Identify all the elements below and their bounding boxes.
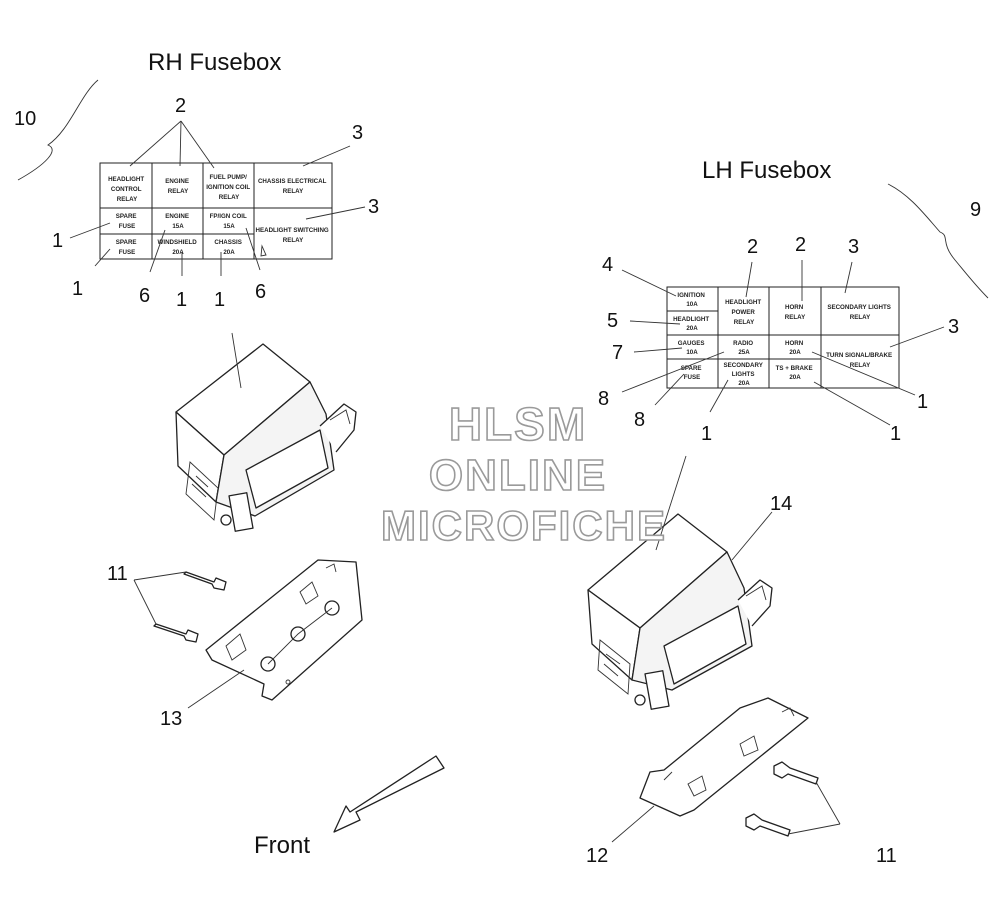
rh-bracket — [205, 559, 363, 701]
rh-cell-spare-fuse-1: SPARE FUSE — [116, 213, 139, 230]
callout-1-lh-a: 1 — [701, 423, 712, 445]
rh-callouts: 10 2 3 3 1 1 6 1 1 6 — [14, 79, 379, 311]
callout-5: 5 — [607, 310, 618, 332]
lh-cell-ignition-10a: IGNITION 10A — [677, 292, 706, 308]
front-arrow — [333, 755, 445, 833]
callout-1-rh-c: 1 — [176, 289, 187, 311]
callout-8-b: 8 — [634, 409, 645, 431]
callout-8-a: 8 — [598, 388, 609, 410]
callout-4: 4 — [602, 254, 613, 276]
lh-fusebox-title: LH Fusebox — [702, 157, 831, 184]
rh-cell-windshield-20a: WINDSHIELD 20A — [158, 239, 199, 256]
callout-14: 14 — [770, 493, 792, 515]
watermark-microfiche: MICROFICHE — [381, 502, 667, 549]
callout-13: 13 — [160, 708, 182, 730]
lh-cell-headlight-20a: HEADLIGHT 20A — [673, 316, 711, 332]
callout-3-lh-a: 3 — [848, 236, 859, 258]
front-label: Front — [254, 832, 310, 859]
lh-cell-secondary-lights-relay: SECONDARY LIGHTS RELAY — [827, 304, 892, 321]
callout-11-lh: 11 — [876, 845, 897, 867]
rh-fusebox-table: HEADLIGHT CONTROL RELAY ENGINE RELAY FUE… — [99, 162, 333, 260]
callout-7: 7 — [612, 342, 623, 364]
lh-cell-secondary-lights-20a: SECONDARY LIGHTS 20A — [724, 362, 765, 387]
lh-bracket: 12 — [586, 697, 809, 867]
callout-2-rh: 2 — [175, 95, 186, 117]
rh-cell-headlight-switching-relay: HEADLIGHT SWITCHING RELAY — [256, 227, 331, 244]
callout-12: 12 — [586, 845, 608, 867]
rh-cell-fuel-pump-relay: FUEL PUMP/ IGNITION COIL RELAY — [206, 174, 252, 201]
callout-6-rh-a: 6 — [139, 285, 150, 307]
callout-1-lh-b: 1 — [917, 391, 928, 413]
callout-11-rh: 11 — [107, 563, 128, 585]
rh-cell-engine-relay: ENGINE RELAY — [165, 178, 190, 195]
rh-fusebox-housing — [175, 332, 357, 532]
lh-cell-gauges-10a: GAUGES 10A — [678, 340, 707, 356]
lh-cell-turn-signal-brake-relay: TURN SIGNAL/BRAKE RELAY — [826, 352, 894, 369]
callout-1-rh-b: 1 — [72, 278, 83, 300]
rh-cell-chassis-electrical-relay: CHASSIS ELECTRICAL RELAY — [258, 178, 328, 195]
rh-fusebox-title: RH Fusebox — [148, 49, 281, 76]
callout-2-lh-a: 2 — [747, 236, 758, 258]
rh-cell-engine-15a: ENGINE 15A — [165, 213, 190, 230]
rh-cell-spare-fuse-2: SPARE FUSE — [116, 239, 139, 256]
lh-fusebox-table: IGNITION 10A HEADLIGHT 20A HEADLIGHT POW… — [666, 286, 900, 389]
lh-cell-ts-brake-20a: TS + BRAKE 20A — [776, 365, 815, 381]
lh-cell-radio-25a: RADIO 25A — [733, 340, 755, 356]
callout-1-rh-d: 1 — [214, 289, 225, 311]
callout-1-rh-a: 1 — [52, 230, 63, 252]
rh-bolts: 11 13 — [107, 563, 245, 730]
callout-2-lh-b: 2 — [795, 234, 806, 256]
callout-3-rh-b: 3 — [368, 196, 379, 218]
rh-cell-headlight-control-relay: HEADLIGHT CONTROL RELAY — [108, 176, 146, 203]
callout-3-rh-a: 3 — [352, 122, 363, 144]
lh-cell-spare-fuse: SPARE FUSE — [681, 365, 704, 381]
watermark-online: ONLINE — [429, 451, 607, 500]
lh-callouts: 9 4 5 7 8 8 2 2 3 3 1 1 1 — [598, 183, 989, 445]
lh-cell-headlight-power-relay: HEADLIGHT POWER RELAY — [725, 299, 763, 326]
lh-cell-horn-20a: HORN 20A — [785, 340, 805, 356]
watermark: HLSM ONLINE MICROFICHE — [380, 397, 667, 550]
lh-bolts: 11 — [745, 761, 897, 867]
callout-3-lh-b: 3 — [948, 316, 959, 338]
callout-1-lh-c: 1 — [890, 423, 901, 445]
rh-cell-fp-ign-coil-15a: FP/IGN COIL 15A — [210, 213, 249, 230]
rh-cell-chassis-20a: CHASSIS 20A — [214, 239, 243, 256]
lh-fusebox-housing: 14 — [587, 455, 792, 710]
callout-9: 9 — [970, 199, 981, 221]
callout-10: 10 — [14, 108, 36, 130]
lh-cell-horn-relay: HORN RELAY — [785, 304, 806, 321]
watermark-hlsm: HLSM — [449, 398, 587, 450]
callout-6-rh-b: 6 — [255, 281, 266, 303]
